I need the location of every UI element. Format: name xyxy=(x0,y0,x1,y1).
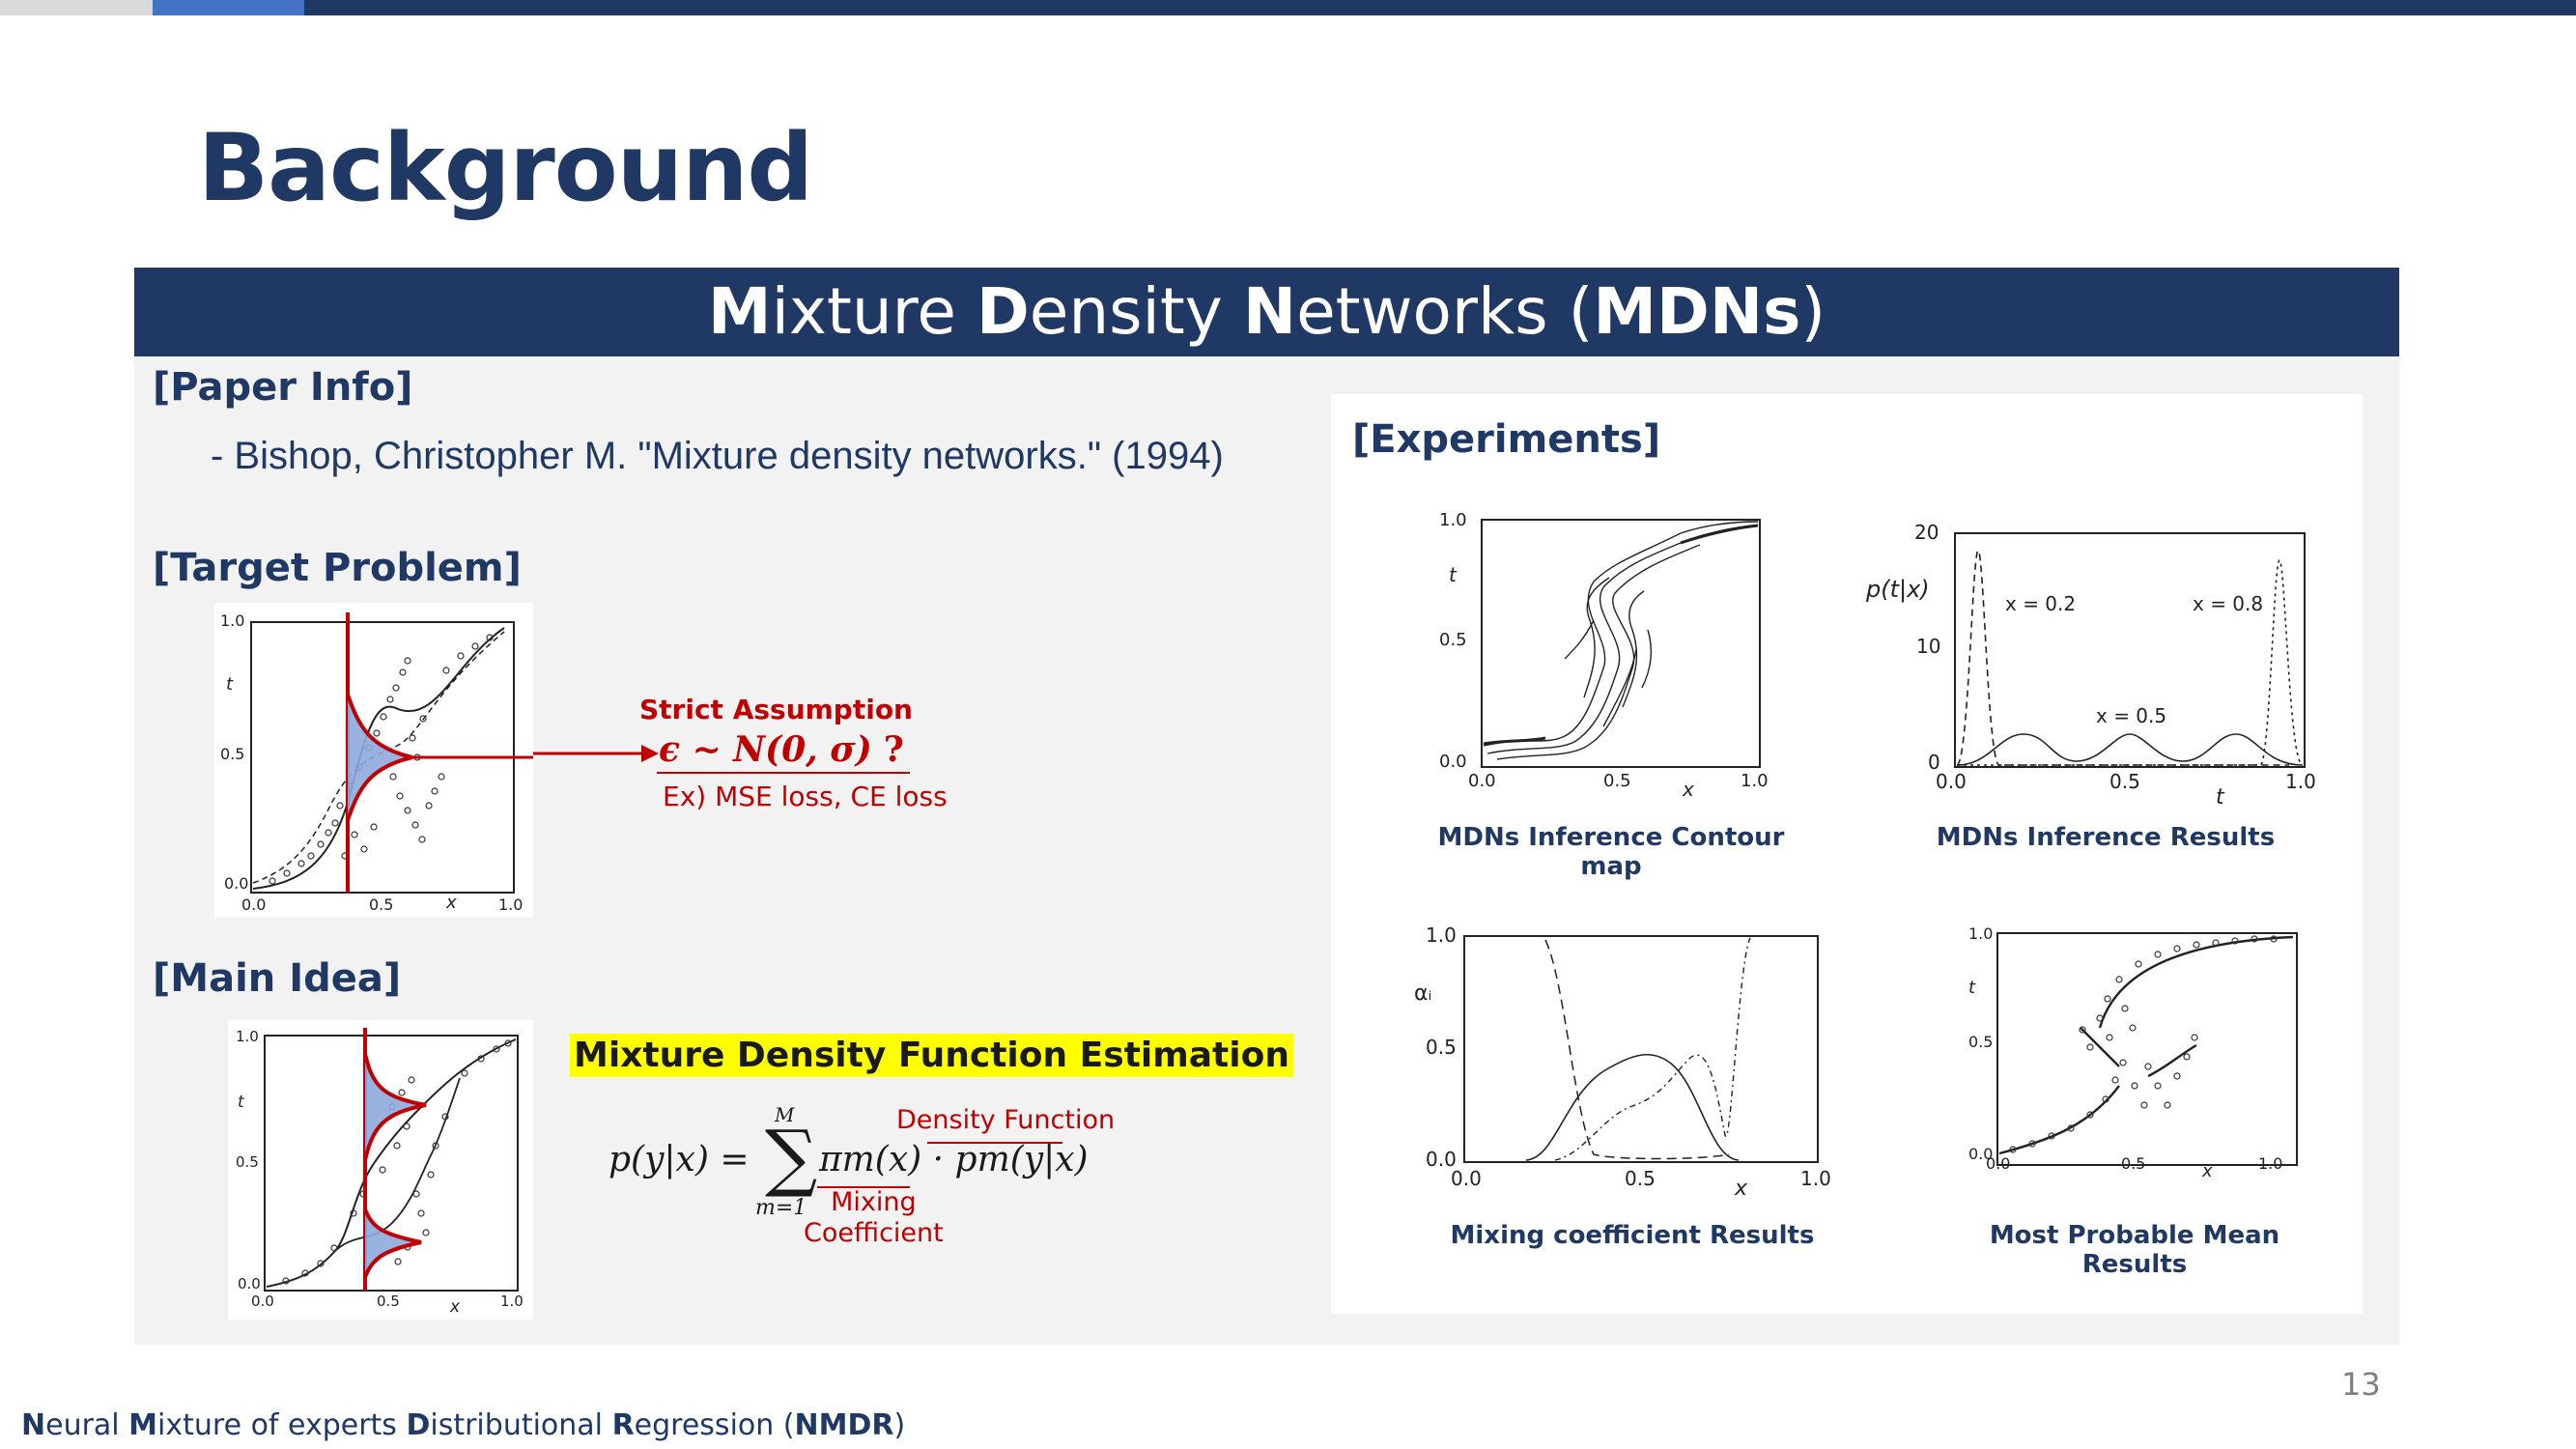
svg-text:0.0: 0.0 xyxy=(224,874,248,893)
mixing-overline xyxy=(817,1186,910,1188)
svg-text:0.0: 0.0 xyxy=(238,1275,261,1293)
svg-text:1.0: 1.0 xyxy=(2285,770,2316,793)
svg-text:x: x xyxy=(1682,778,1694,801)
svg-text:x = 0.5: x = 0.5 xyxy=(2096,704,2166,727)
svg-text:0.5: 0.5 xyxy=(377,1293,400,1310)
svg-text:1.0: 1.0 xyxy=(220,611,244,630)
inference-results-plot: 20 10 0 0.0 0.5 1.0 t p(t|x) x = 0.2 x =… xyxy=(1864,512,2318,811)
svg-text:0.5: 0.5 xyxy=(220,745,244,763)
svg-text:t: t xyxy=(2216,785,2225,810)
svg-text:0.5: 0.5 xyxy=(2121,1154,2145,1173)
density-function-label: Density Function xyxy=(896,1105,1116,1135)
assumption-arrow xyxy=(533,745,659,762)
svg-text:x: x xyxy=(1734,1177,1748,1201)
mean-caption: Most Probable Mean Results xyxy=(1989,1221,2280,1279)
svg-text:x: x xyxy=(445,893,457,913)
paper-citation: - Bishop, Christopher M. "Mixture densit… xyxy=(211,435,1224,477)
mixing-coefficient-plot: 1.0 0.5 0.0 0.0 0.5 1.0 x αᵢ xyxy=(1410,923,1835,1203)
top-accent-blue xyxy=(153,0,304,15)
svg-text:0.5: 0.5 xyxy=(1603,771,1631,791)
svg-text:x: x xyxy=(2201,1161,2213,1181)
svg-text:0.0: 0.0 xyxy=(1426,1148,1457,1171)
target-problem-plot: 1.0 0.5 0.0 0.0 0.5 1.0 x t xyxy=(214,603,533,918)
svg-text:20: 20 xyxy=(1914,521,1939,544)
inference-caption: MDNs Inference Results xyxy=(1936,823,2276,852)
formula-sum-bottom: m=1 xyxy=(755,1196,807,1220)
svg-text:1.0: 1.0 xyxy=(1968,924,1993,943)
svg-text:t: t xyxy=(1968,978,1976,998)
svg-text:0.5: 0.5 xyxy=(369,895,393,914)
svg-text:x = 0.8: x = 0.8 xyxy=(2193,592,2263,615)
svg-text:p(t|x): p(t|x) xyxy=(1865,576,1930,603)
assumption-example: Ex) MSE loss, CE loss xyxy=(663,781,948,812)
formula-sigma: ∑ xyxy=(765,1114,818,1200)
svg-text:0: 0 xyxy=(1928,751,1940,774)
assumption-equation: ϵ ~ N(0, σ)? xyxy=(657,729,910,774)
svg-text:0.5: 0.5 xyxy=(1439,630,1467,650)
svg-text:0.0: 0.0 xyxy=(1439,752,1467,772)
svg-text:0.0: 0.0 xyxy=(251,1293,274,1310)
svg-text:0.5: 0.5 xyxy=(1968,1033,1993,1051)
formula-rhs: πm(x) · pm(y|x) xyxy=(819,1140,1089,1179)
svg-text:10: 10 xyxy=(1916,635,1940,658)
svg-text:1.0: 1.0 xyxy=(1800,1167,1831,1190)
footer-text: Neural Mixture of experts Distributional… xyxy=(21,1408,906,1442)
svg-text:0.0: 0.0 xyxy=(1451,1167,1482,1190)
main-idea-plot: 1.0 0.5 0.0 0.0 0.5 1.0 x t xyxy=(228,1020,533,1320)
svg-text:αᵢ: αᵢ xyxy=(1414,981,1431,1006)
svg-text:0.0: 0.0 xyxy=(241,895,266,914)
svg-text:1.0: 1.0 xyxy=(500,1293,524,1310)
svg-text:x: x xyxy=(449,1297,461,1317)
target-problem-heading: [Target Problem] xyxy=(153,546,522,590)
svg-text:0.0: 0.0 xyxy=(1936,770,1967,793)
contour-caption: MDNs Inference Contour map xyxy=(1437,823,1785,881)
assumption-title: Strict Assumption xyxy=(639,694,913,725)
svg-text:0.5: 0.5 xyxy=(236,1153,259,1171)
svg-text:1.0: 1.0 xyxy=(1741,771,1769,791)
page-title: Background xyxy=(198,114,813,222)
top-accent-grey xyxy=(0,0,153,15)
section-banner: Mixture Density Networks (MDNs) xyxy=(134,268,2399,356)
svg-text:0.5: 0.5 xyxy=(1625,1167,1656,1190)
svg-text:0.0: 0.0 xyxy=(1986,1154,2010,1173)
svg-text:0.5: 0.5 xyxy=(1426,1036,1457,1059)
formula-sum-top: M xyxy=(775,1103,795,1126)
paper-info-heading: [Paper Info] xyxy=(153,365,413,410)
contour-map-plot: 1.0 0.5 0.0 0.0 0.5 1.0 x t xyxy=(1430,504,1777,804)
svg-text:x = 0.2: x = 0.2 xyxy=(2005,592,2076,615)
svg-text:1.0: 1.0 xyxy=(1439,510,1467,530)
most-probable-mean-plot: 1.0 0.5 0.0 0.0 0.5 1.0 x t xyxy=(1955,922,2303,1186)
top-accent-bar xyxy=(0,0,2576,15)
svg-text:1.0: 1.0 xyxy=(2258,1154,2282,1173)
mixture-density-highlight: Mixture Density Function Estimation xyxy=(570,1034,1293,1077)
svg-text:t: t xyxy=(1449,563,1458,586)
svg-text:0.5: 0.5 xyxy=(2109,770,2140,793)
svg-text:1.0: 1.0 xyxy=(498,895,523,914)
mixture-formula: p(y|x) = M ∑ m=1 πm(x) · pm(y|x) xyxy=(609,1082,1149,1265)
svg-text:1.0: 1.0 xyxy=(236,1028,259,1045)
svg-text:t: t xyxy=(238,1093,245,1112)
experiments-heading: [Experiments] xyxy=(1352,417,1661,462)
formula-lhs: p(y|x) = xyxy=(609,1140,750,1179)
svg-text:1.0: 1.0 xyxy=(1426,923,1457,947)
svg-text:0.0: 0.0 xyxy=(1468,771,1496,791)
mixing-caption: Mixing coefficient Results xyxy=(1450,1221,1815,1250)
density-underline xyxy=(927,1142,1062,1144)
main-idea-heading: [Main Idea] xyxy=(153,956,402,1001)
svg-text:0.0: 0.0 xyxy=(1968,1145,1993,1163)
page-number: 13 xyxy=(2341,1366,2381,1403)
svg-text:t: t xyxy=(226,674,234,695)
